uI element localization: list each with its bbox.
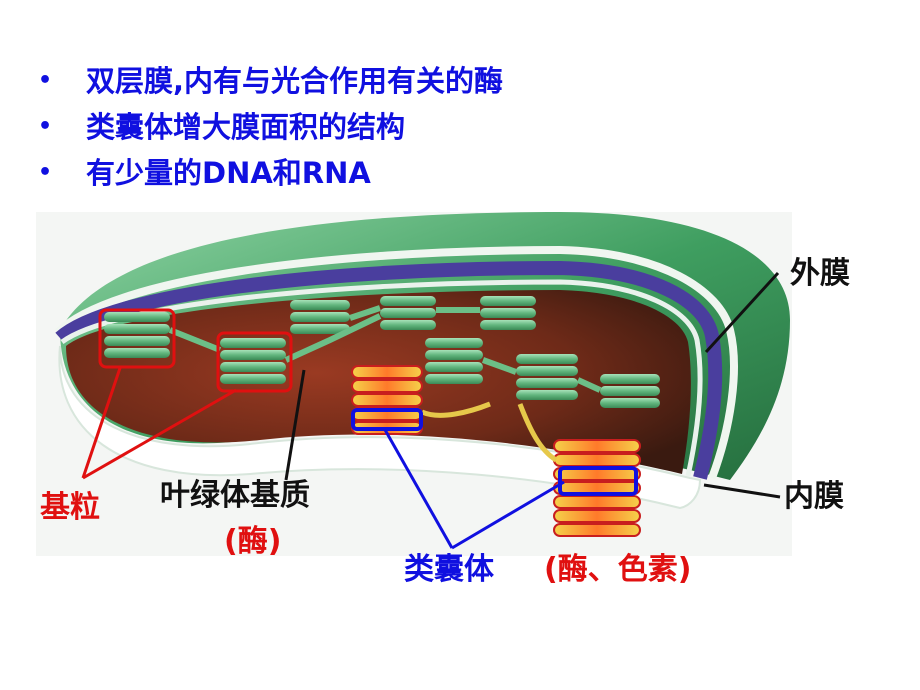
thylakoid-highlight-box [351, 408, 423, 431]
thylakoid-highlight-box [558, 466, 638, 496]
stroma-leader-line [284, 369, 306, 481]
inner-membrane-leader-line [703, 483, 781, 499]
thylakoid-stack [351, 365, 423, 435]
granum [290, 300, 350, 334]
thylakoid-stack [553, 439, 641, 537]
granum [104, 312, 170, 358]
granum [480, 296, 536, 330]
bullet-item: • 类囊体增大膜面积的结构 [38, 104, 503, 150]
intermembrane-line [55, 245, 738, 480]
bullet-list: • 双层膜,内有与光合作用有关的酶 • 类囊体增大膜面积的结构 • 有少量的DNA和R… [38, 58, 503, 196]
bottom-rim [58, 345, 702, 510]
stroma-label: 叶绿体基质 [160, 478, 310, 513]
outer-membrane-label: 外膜 [790, 256, 850, 291]
stroma-enzyme-label: (酶) [224, 524, 282, 559]
bullet-text: 类囊体增大膜面积的结构 [86, 110, 406, 144]
granum-leader-line [81, 367, 122, 479]
thylakoid-leader-line [382, 427, 454, 549]
grana-stacks [104, 296, 660, 408]
thylakoid-leader-line [451, 480, 565, 550]
bullet-item: • 有少量的DNA和RNA [38, 150, 503, 196]
outer-membrane-leader-line [704, 271, 780, 354]
granum [516, 354, 578, 400]
bullet-text: 双层膜,内有与光合作用有关的酶 [86, 64, 504, 98]
granum-leader-line [82, 388, 237, 480]
bullet-dot: • [38, 160, 53, 185]
granum-label: 基粒 [40, 490, 100, 525]
thylakoid-label: 类囊体 [404, 552, 494, 587]
bullet-text: 有少量的DNA和RNA [86, 156, 371, 190]
bullet-item: • 双层膜,内有与光合作用有关的酶 [38, 58, 503, 104]
granum [600, 374, 660, 408]
thylakoid-note-label: (酶、色素) [544, 552, 692, 587]
granum [380, 296, 436, 330]
granum [425, 338, 483, 384]
bullet-dot: • [38, 68, 53, 93]
granum [220, 338, 286, 384]
granum-highlight-box [216, 331, 293, 393]
bullet-dot: • [38, 114, 53, 139]
inner-membrane-band [55, 260, 723, 480]
granum-highlight-box [98, 308, 176, 369]
inner-membrane-label: 内膜 [784, 479, 844, 514]
